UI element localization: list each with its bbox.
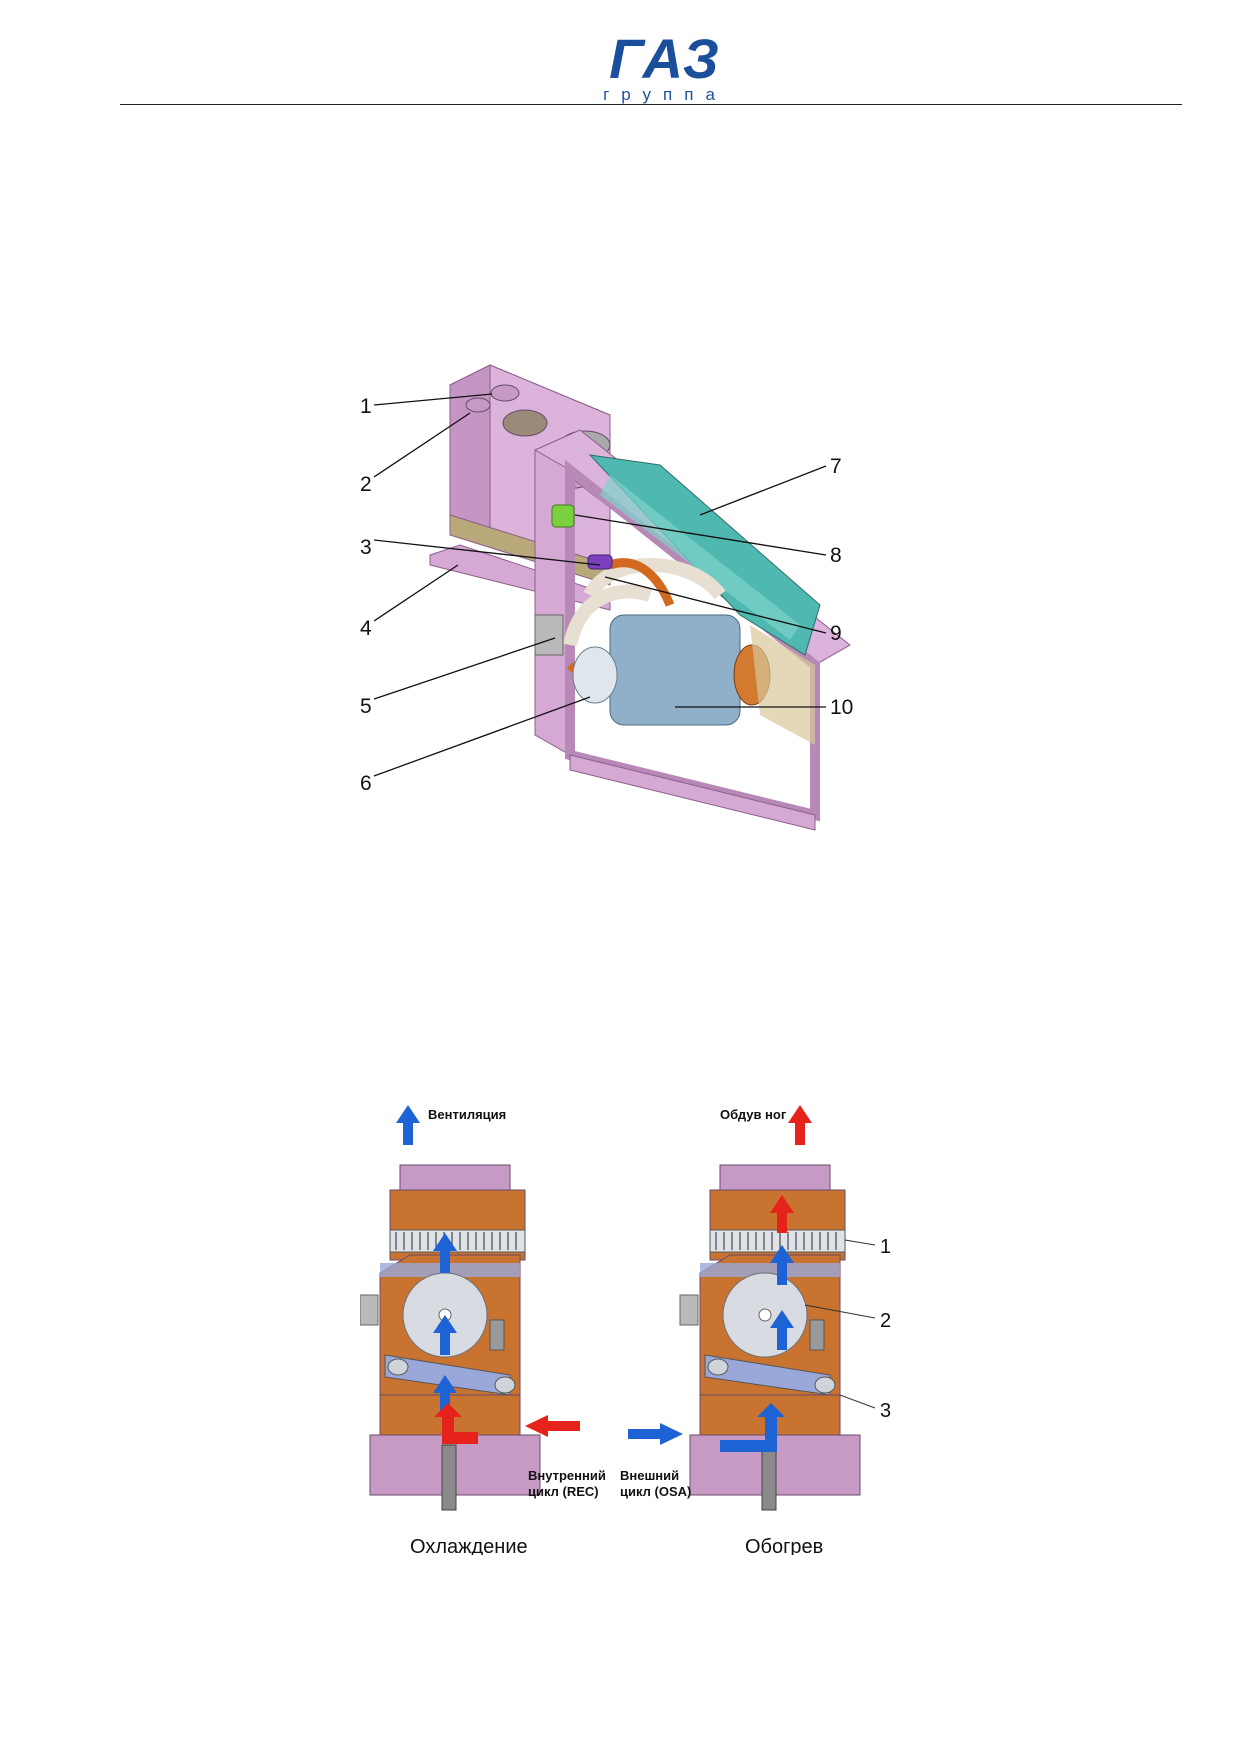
heating-callout-1: 1	[880, 1236, 891, 1258]
callout-6: 6	[360, 772, 372, 795]
gaz-group-logo: ГАЗ группа	[603, 32, 727, 104]
callout-7: 7	[830, 455, 842, 478]
callout-leaders	[373, 393, 827, 777]
figure-airflow-modes: Вентиляция Внутренний цикл (REC) Охлажде…	[360, 1105, 891, 1555]
callout-5: 5	[360, 695, 372, 718]
figure-hvac-unit-isometric: 1 2 3 4 5 6 7 8 9 10	[360, 364, 853, 831]
logo-brand: ГАЗ	[609, 32, 721, 90]
heating-side-label-1: Внешний	[620, 1468, 679, 1483]
callout-4: 4	[360, 617, 372, 640]
callout-2: 2	[360, 473, 372, 496]
logo-subtitle: группа	[603, 85, 727, 104]
unit-drawing	[429, 364, 851, 831]
cooling-caption: Охлаждение	[410, 1536, 528, 1555]
heating-mode: 1 2 3 Обдув ног Внешний цикл (OSA) Обогр…	[620, 1105, 891, 1555]
heating-callout-2: 2	[880, 1310, 891, 1332]
cooling-top-label: Вентиляция	[428, 1107, 506, 1122]
callout-numbers: 1 2 3 4 5 6 7 8 9 10	[360, 395, 853, 795]
callout-3: 3	[360, 536, 372, 559]
callout-10: 10	[830, 696, 853, 719]
header-rule	[120, 104, 1182, 105]
cooling-side-label-2: цикл (REC)	[528, 1484, 599, 1499]
heating-top-label: Обдув ног	[720, 1107, 787, 1122]
heating-caption: Обогрев	[745, 1536, 823, 1555]
callout-9: 9	[830, 622, 842, 645]
heating-side-label-2: цикл (OSA)	[620, 1484, 691, 1499]
cooling-mode: Вентиляция Внутренний цикл (REC) Охлажде…	[360, 1105, 606, 1555]
cooling-side-label-1: Внутренний	[528, 1468, 606, 1483]
heating-callout-3: 3	[880, 1400, 891, 1422]
callout-1: 1	[360, 395, 372, 418]
callout-8: 8	[830, 544, 842, 567]
